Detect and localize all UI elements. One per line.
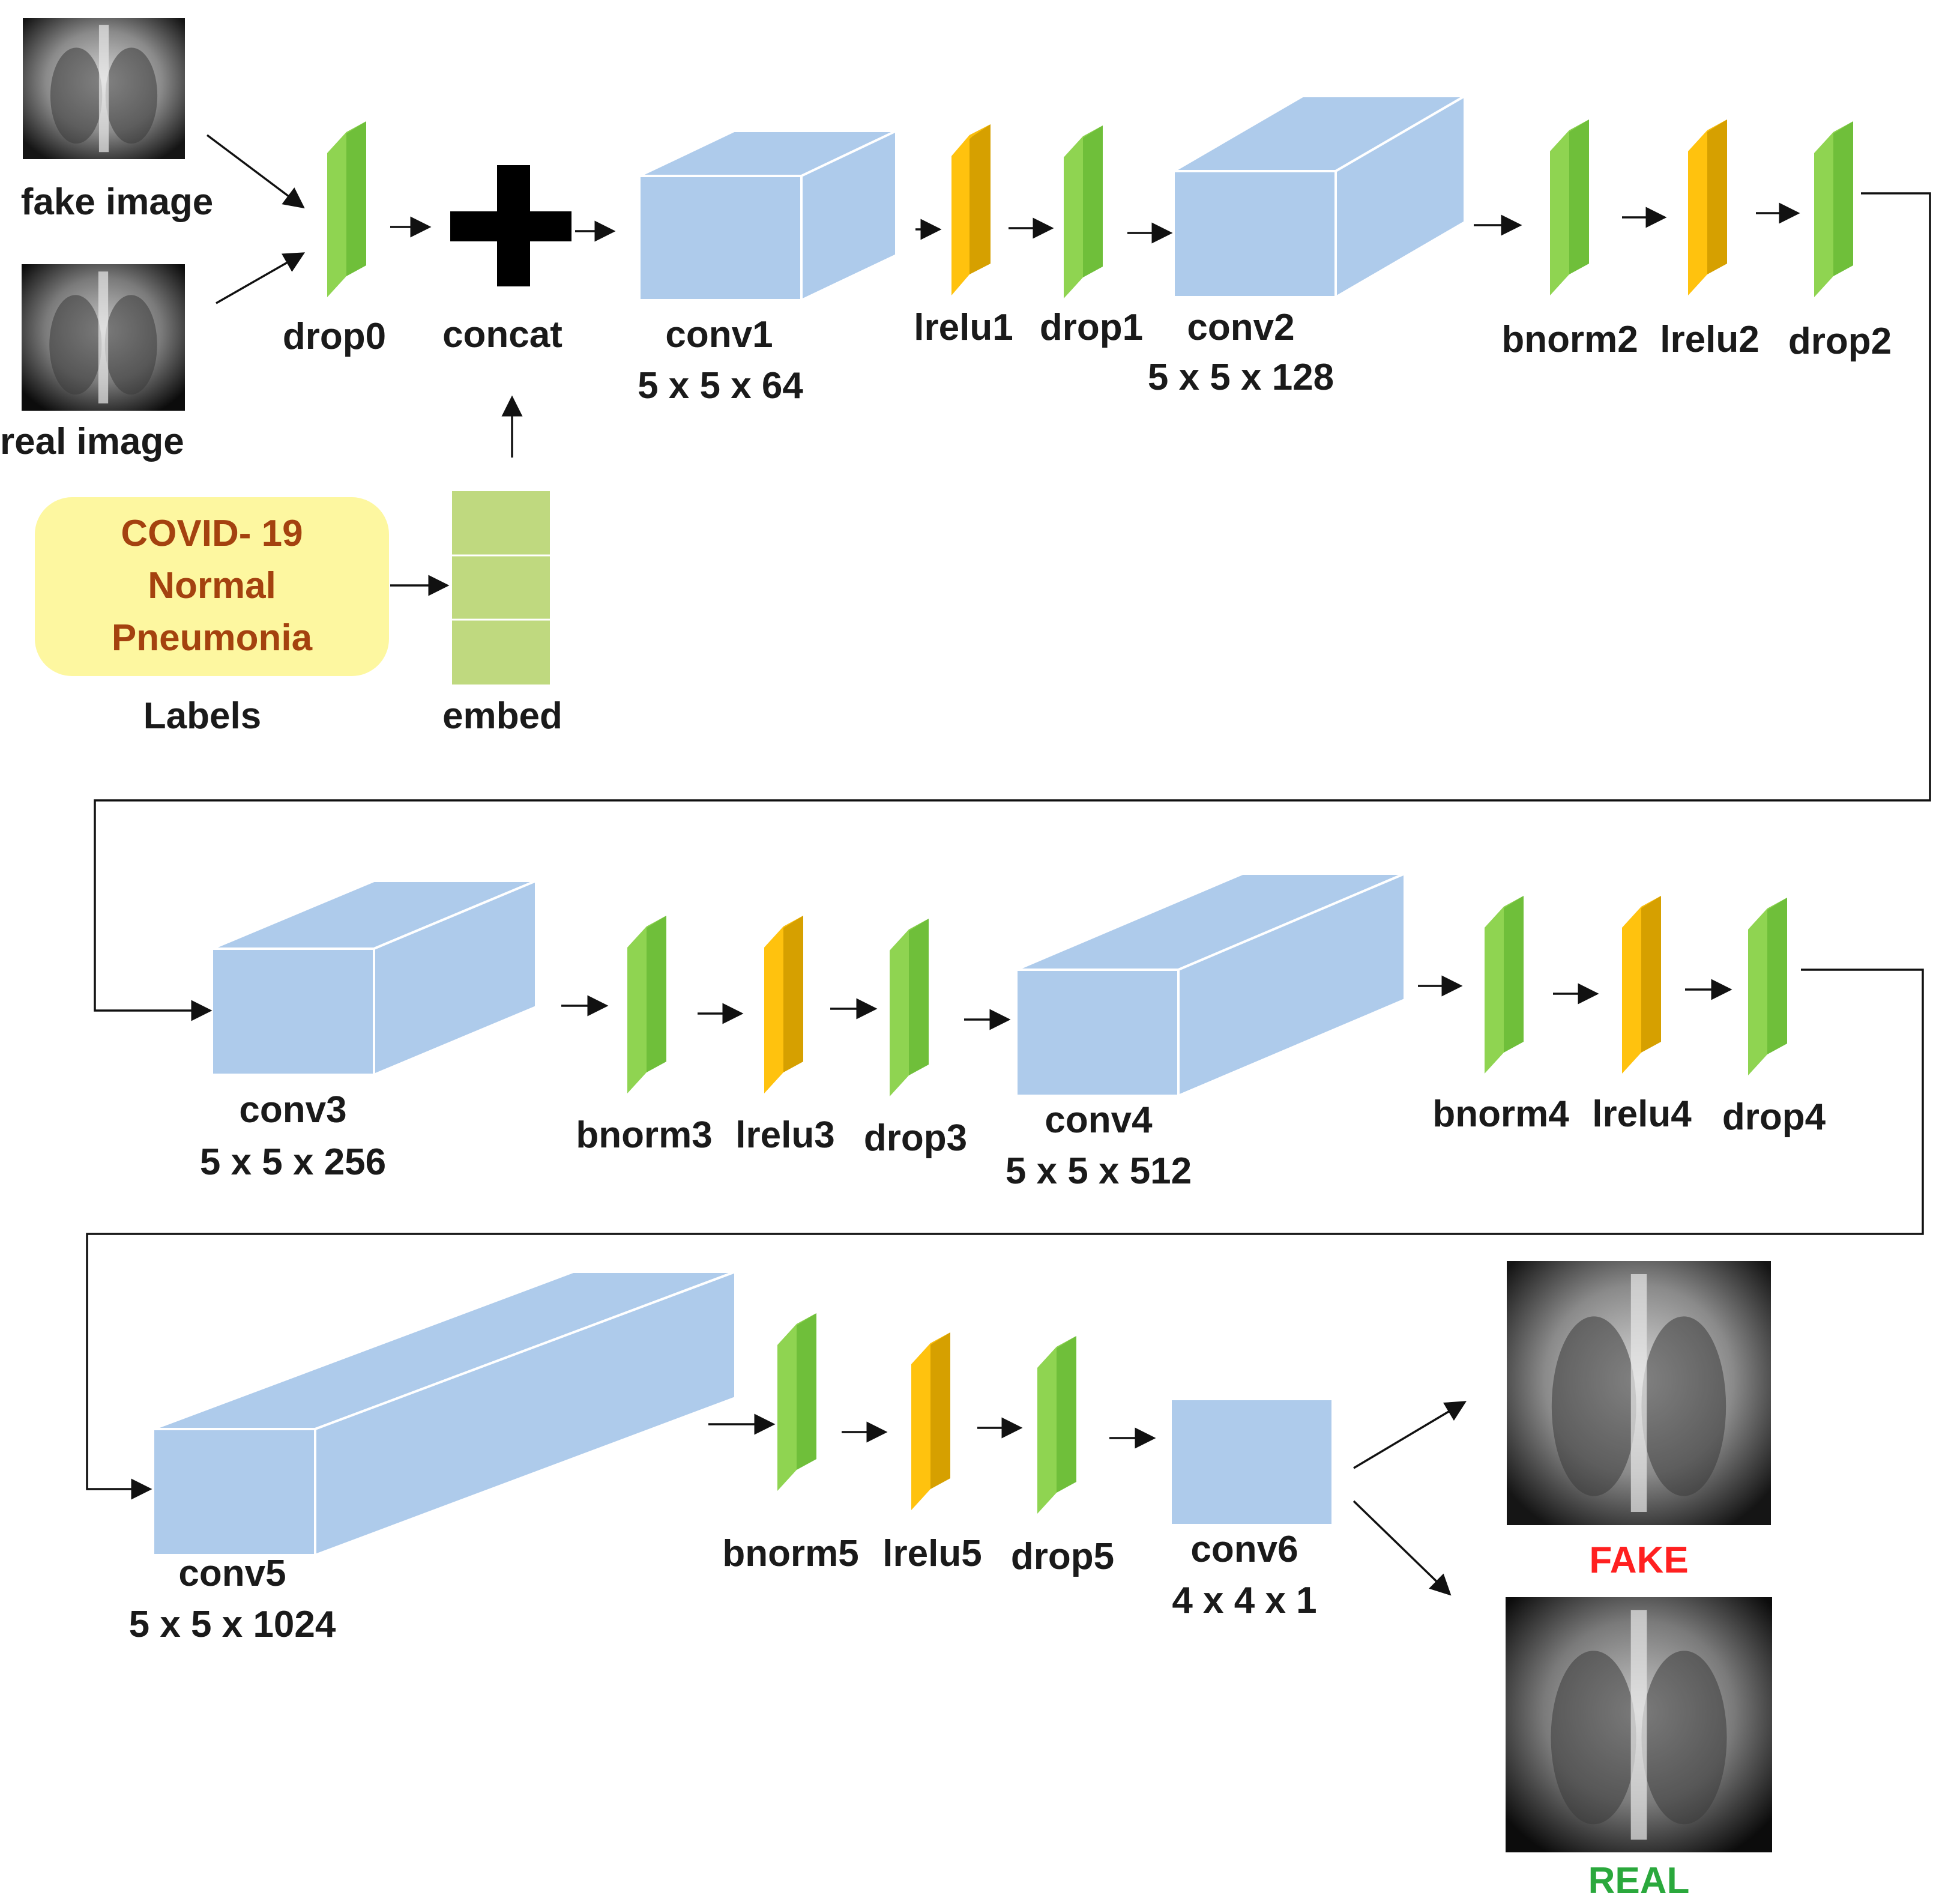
connector-drop4-conv5 — [86, 969, 1924, 1500]
drop1-layer — [1064, 125, 1103, 298]
connector-drop2-conv3 — [94, 192, 1931, 1021]
conv6-label: conv6 — [1190, 1529, 1298, 1570]
arrow-conv6-real — [1352, 1500, 1452, 1596]
fake-image-label: fake image — [20, 181, 214, 223]
conv3-block — [211, 880, 537, 1076]
conv2-block — [1172, 95, 1466, 298]
lrelu1-label: lrelu1 — [914, 307, 1013, 348]
real-result-label: REAL — [1588, 1860, 1690, 1902]
labels-caption: Labels — [143, 695, 262, 737]
embed-caption: embed — [442, 695, 562, 737]
conv6-block — [1169, 1398, 1334, 1526]
conv4-label: conv4 — [1045, 1099, 1153, 1141]
embed-block — [452, 491, 550, 685]
bnorm2-label: bnorm2 — [1501, 319, 1638, 360]
bnorm5-label: bnorm5 — [722, 1533, 859, 1574]
fake-result-label: FAKE — [1589, 1540, 1689, 1581]
arrow-conv6-fake — [1353, 1401, 1467, 1469]
drop4-layer — [1748, 898, 1787, 1075]
conv2-label: conv2 — [1187, 307, 1295, 348]
conv1-size: 5 x 5 x 64 — [638, 365, 803, 406]
lrelu5-label: lrelu5 — [882, 1533, 982, 1574]
class-normal: Normal — [148, 565, 276, 606]
real-output-image — [1506, 1597, 1772, 1852]
bnorm3-layer — [627, 916, 666, 1093]
arrow-fake-to-drop0 — [206, 134, 305, 209]
conv5-block — [152, 1271, 737, 1556]
concat-plus-icon — [450, 165, 571, 286]
bnorm4-label: bnorm4 — [1432, 1093, 1569, 1135]
drop5-label: drop5 — [1010, 1536, 1115, 1577]
conv1-block — [638, 130, 897, 301]
real-image-label: real image — [0, 421, 184, 462]
conv3-label: conv3 — [239, 1089, 347, 1131]
drop3-label: drop3 — [863, 1117, 968, 1159]
arrow-real-to-drop0 — [216, 252, 306, 304]
conv5-size: 5 x 5 x 1024 — [128, 1604, 336, 1645]
drop2-layer — [1814, 121, 1853, 297]
fake-image-thumbnail — [23, 18, 185, 159]
lrelu4-layer — [1622, 896, 1661, 1074]
lrelu4-label: lrelu4 — [1592, 1093, 1692, 1135]
lrelu2-label: lrelu2 — [1660, 319, 1760, 360]
concat-label: concat — [442, 314, 562, 355]
bnorm3-label: bnorm3 — [576, 1114, 713, 1156]
conv4-block — [1015, 872, 1406, 1097]
drop5-layer — [1037, 1336, 1076, 1514]
bnorm4-layer — [1485, 896, 1524, 1074]
bnorm2-layer — [1550, 119, 1589, 295]
bnorm5-layer — [777, 1313, 816, 1491]
lrelu2-layer — [1688, 119, 1727, 295]
conv3-size: 5 x 5 x 256 — [199, 1141, 387, 1183]
conv6-size: 4 x 4 x 1 — [1172, 1580, 1317, 1621]
drop0-layer — [327, 121, 366, 297]
real-image-thumbnail — [22, 264, 185, 411]
conv2-size: 5 x 5 x 128 — [1147, 357, 1334, 398]
lrelu3-layer — [764, 916, 803, 1093]
drop0-label: drop0 — [282, 316, 387, 357]
drop2-label: drop2 — [1788, 321, 1892, 362]
class-covid19: COVID- 19 — [121, 513, 303, 554]
drop3-layer — [890, 919, 929, 1096]
drop4-label: drop4 — [1722, 1096, 1826, 1138]
labels-box — [35, 497, 389, 676]
drop1-label: drop1 — [1039, 307, 1144, 348]
conv5-label: conv5 — [178, 1553, 286, 1594]
lrelu1-layer — [951, 124, 991, 295]
lrelu5-layer — [911, 1332, 950, 1510]
lrelu3-label: lrelu3 — [735, 1114, 835, 1156]
conv1-label: conv1 — [665, 314, 773, 355]
fake-output-image — [1507, 1261, 1771, 1525]
conv4-size: 5 x 5 x 512 — [1005, 1150, 1192, 1192]
class-pneumonia: Pneumonia — [111, 617, 313, 659]
